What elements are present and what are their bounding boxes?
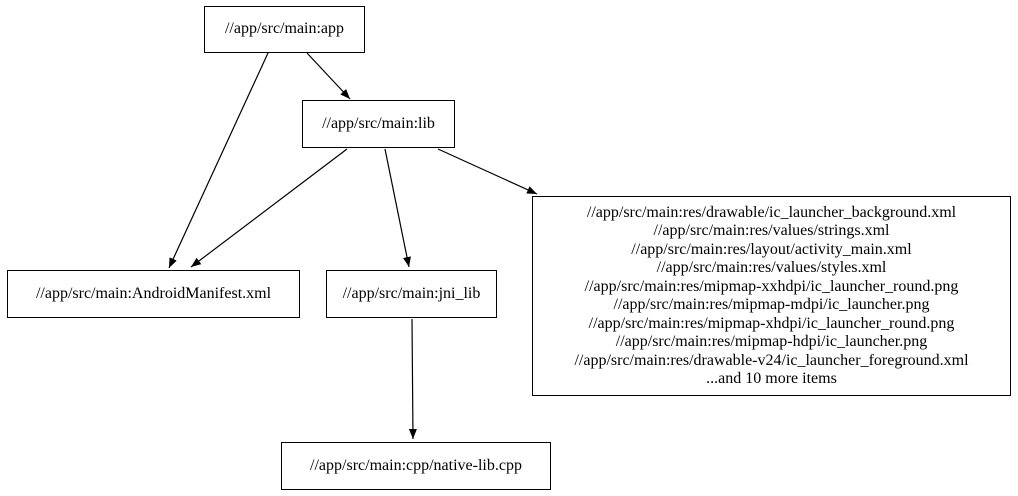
node-android-manifest-label: //app/src/main:AndroidManifest.xml: [35, 284, 272, 302]
node-lib-label: //app/src/main:lib: [322, 114, 435, 132]
res-group-line: //app/src/main:res/mipmap-xhdpi/ic_launc…: [588, 314, 955, 332]
edge-app-to-lib: [306, 52, 351, 100]
edge-app-to-android-manifest: [168, 52, 269, 269]
node-res-group: //app/src/main:res/drawable/ic_launcher_…: [532, 196, 1011, 396]
node-app: //app/src/main:app: [204, 6, 365, 53]
edge-lib-to-jni-lib: [384, 148, 411, 268]
node-jni-lib-label: //app/src/main:jni_lib: [342, 284, 481, 302]
res-group-line: //app/src/main:res/mipmap-hdpi/ic_launch…: [615, 333, 928, 350]
node-native-lib-cpp: //app/src/main:cpp/native-lib.cpp: [281, 442, 551, 490]
res-group-line: //app/src/main:res/drawable-v24/ic_launc…: [574, 351, 969, 369]
res-group-line: //app/src/main:res/layout/activity_main.…: [631, 240, 912, 258]
res-group-line: //app/src/main:res/mipmap-xxhdpi/ic_laun…: [584, 277, 959, 295]
res-group-more-items-line: ...and 10 more items: [706, 370, 837, 387]
node-jni-lib: //app/src/main:jni_lib: [326, 270, 497, 318]
node-lib: //app/src/main:lib: [302, 100, 455, 148]
res-group-line: //app/src/main:res/values/strings.xml: [653, 222, 890, 239]
edge-lib-to-android-manifest: [190, 148, 348, 268]
res-group-line: //app/src/main:res/mipmap-mdpi/ic_launch…: [613, 296, 930, 313]
edge-lib-to-res-group: [437, 148, 538, 195]
node-android-manifest: //app/src/main:AndroidManifest.xml: [7, 270, 300, 318]
res-group-line: //app/src/main:res/values/styles.xml: [656, 259, 887, 276]
edge-jni-lib-to-native-lib-cpp: [408, 318, 417, 440]
node-app-label: //app/src/main:app: [224, 20, 345, 38]
res-group-line: //app/src/main:res/drawable/ic_launcher_…: [586, 203, 957, 221]
node-native-lib-cpp-label: //app/src/main:cpp/native-lib.cpp: [310, 456, 522, 474]
